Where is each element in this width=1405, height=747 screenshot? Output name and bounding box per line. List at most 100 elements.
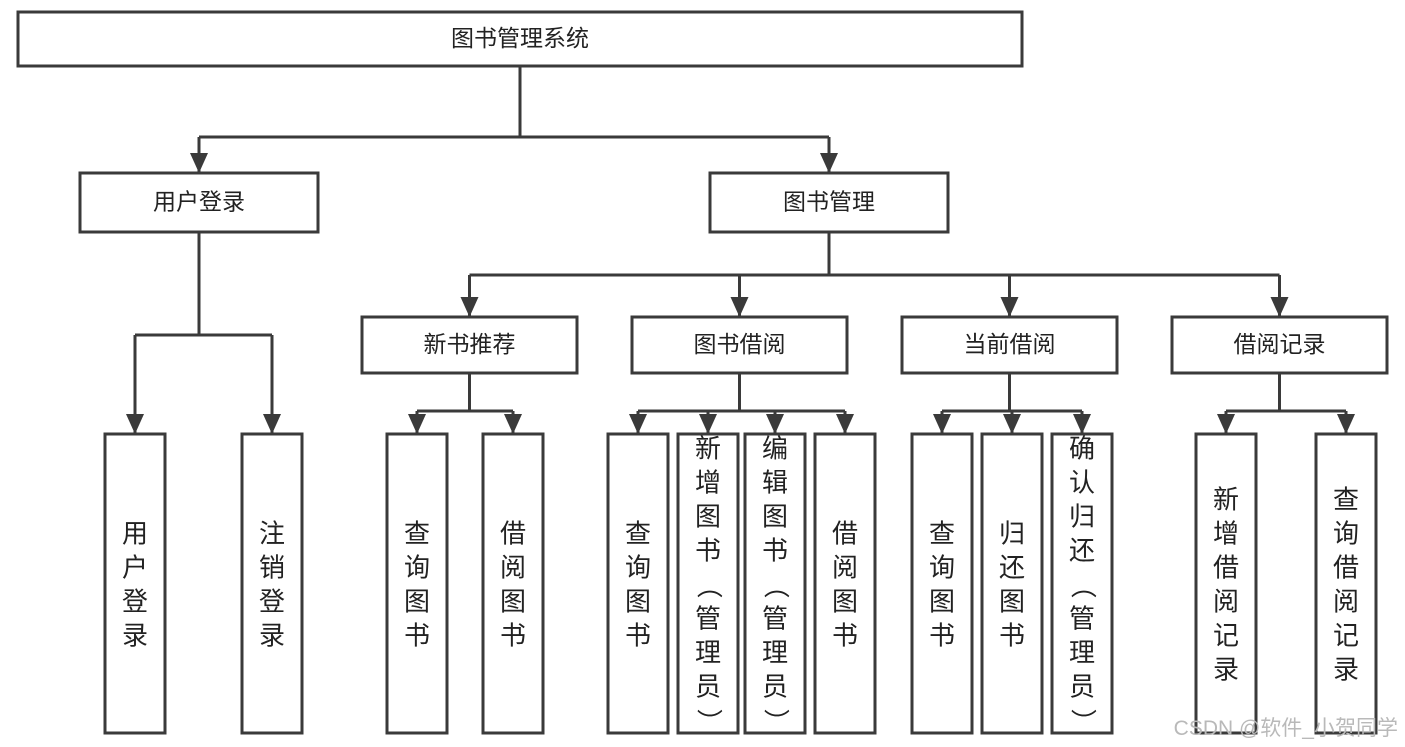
node-leaf-query-book-3-box <box>910 432 974 735</box>
node-leaf-edit-book-admin-label-char: 辑 <box>762 468 788 498</box>
node-leaf-query-book-1-label-char: 查 <box>404 519 430 549</box>
edge-arrowhead <box>1270 297 1289 317</box>
node-leaf-borrow-book-1-label-char: 借 <box>500 519 526 549</box>
node-leaf-query-book-2-label-char: 询 <box>625 553 651 583</box>
node-leaf-edit-book-admin-label-char: 管 <box>762 604 788 634</box>
node-user-login[interactable]: 用户登录 <box>78 171 320 234</box>
node-book-borrow[interactable]: 图书借阅 <box>630 315 849 375</box>
node-leaf-add-book-admin-label-char: 新 <box>695 434 721 464</box>
edge-arrowhead <box>190 153 208 173</box>
node-leaf-borrow-book-2-label-char: 书 <box>832 621 858 651</box>
node-leaf-add-borrow-record-label-char: 录 <box>1213 655 1239 685</box>
node-leaf-add-borrow-record-label-char: 增 <box>1213 519 1239 549</box>
node-leaf-user-login-box <box>103 432 167 735</box>
node-root-system-label: 图书管理系统 <box>451 25 589 51</box>
node-leaf-edit-book-admin-label-char: 理 <box>762 638 788 668</box>
edge-arrowhead <box>836 414 854 434</box>
edge-arrowhead <box>408 414 426 434</box>
node-leaf-edit-book-admin-label-char: 图 <box>762 502 788 532</box>
edge-arrowhead <box>933 414 951 434</box>
node-book-manage[interactable]: 图书管理 <box>708 171 950 234</box>
edge-arrowhead <box>460 297 479 317</box>
edge-arrowhead <box>126 414 144 434</box>
node-leaf-logout-login-label-char: 注 <box>259 519 285 549</box>
node-leaf-add-borrow-record-box <box>1194 432 1258 735</box>
edge-arrowhead <box>766 414 784 434</box>
node-leaf-user-login-label-char: 用 <box>122 519 148 549</box>
node-leaf-confirm-return-admin-label-char: 员 <box>1069 672 1095 702</box>
edge-arrowhead <box>1000 297 1019 317</box>
node-borrow-record[interactable]: 借阅记录 <box>1170 315 1389 375</box>
edge-arrowhead <box>730 297 749 317</box>
node-leaf-query-book-1-label-char: 询 <box>404 553 430 583</box>
node-leaf-edit-book-admin-label-char: ） <box>761 708 791 734</box>
node-leaf-user-login[interactable]: 用户登录 <box>103 432 167 735</box>
node-leaf-user-login-label-char: 户 <box>122 553 148 583</box>
node-leaf-confirm-return-admin-label-char: 归 <box>1069 502 1095 532</box>
node-leaf-borrow-book-2-box <box>813 432 877 735</box>
node-current-borrow-label: 当前借阅 <box>964 331 1056 357</box>
node-leaf-query-book-2-box <box>606 432 670 735</box>
node-book-manage-label: 图书管理 <box>783 189 875 215</box>
node-leaf-return-book-label-char: 图 <box>999 587 1025 617</box>
node-leaf-query-book-3-label-char: 询 <box>929 553 955 583</box>
node-leaf-add-book-admin-box <box>676 432 740 735</box>
node-leaf-borrow-book-1-label-char: 书 <box>500 621 526 651</box>
node-leaf-borrow-book-1-label-char: 阅 <box>500 553 526 583</box>
node-leaf-edit-book-admin-label-char: （ <box>761 572 791 598</box>
node-leaf-query-borrow-record-label-char: 查 <box>1333 485 1359 515</box>
node-leaf-logout-login-box <box>240 432 304 735</box>
node-leaf-query-borrow-record-label-char: 记 <box>1333 621 1359 651</box>
node-leaf-add-book-admin-label-char: 理 <box>695 638 721 668</box>
node-leaf-query-borrow-record-label-char: 阅 <box>1333 587 1359 617</box>
node-leaf-return-book-label-char: 归 <box>999 519 1025 549</box>
edge-arrowhead <box>1003 414 1021 434</box>
node-new-book-recommend-box <box>360 315 579 375</box>
node-leaf-return-book-label-char: 还 <box>999 553 1025 583</box>
csdn-watermark: CSDN @软件_小贺同学 <box>1174 717 1398 740</box>
node-leaf-add-borrow-record-label-char: 新 <box>1213 485 1239 515</box>
node-leaf-logout-login-label-char: 登 <box>259 587 285 617</box>
node-leaf-query-borrow-record-box <box>1314 432 1378 735</box>
node-leaf-logout-login-label-char: 录 <box>259 621 285 651</box>
node-current-borrow[interactable]: 当前借阅 <box>900 315 1119 375</box>
node-book-borrow-box <box>630 315 849 375</box>
node-leaf-add-borrow-record-label-char: 借 <box>1213 553 1239 583</box>
node-leaf-add-book-admin-label-char: 增 <box>695 468 721 498</box>
node-leaf-user-login-label-char: 登 <box>122 587 148 617</box>
node-leaf-query-book-3-label-char: 书 <box>929 621 955 651</box>
node-root-system[interactable]: 图书管理系统 <box>16 10 1024 68</box>
node-leaf-return-book-box <box>980 432 1044 735</box>
node-leaf-query-book-1-label-char: 书 <box>404 621 430 651</box>
node-leaf-confirm-return-admin-label-char: 管 <box>1069 604 1095 634</box>
node-leaf-confirm-return-admin-label-char: （ <box>1068 572 1098 598</box>
node-borrow-record-label: 借阅记录 <box>1234 331 1326 357</box>
edge-arrowhead <box>1217 414 1235 434</box>
node-leaf-query-borrow-record-label-char: 录 <box>1333 655 1359 685</box>
edge-arrowhead <box>629 414 647 434</box>
edge-arrowhead <box>1073 414 1091 434</box>
node-root-system-box <box>16 10 1024 68</box>
edge-arrowhead <box>504 414 522 434</box>
node-new-book-recommend[interactable]: 新书推荐 <box>360 315 579 375</box>
node-leaf-query-book-2-label-char: 图 <box>625 587 651 617</box>
node-leaf-add-book-admin-label-char: （ <box>694 572 724 598</box>
node-leaf-query-book-3-label-char: 查 <box>929 519 955 549</box>
node-leaf-confirm-return-admin-label-char: 认 <box>1069 468 1095 498</box>
edge-arrowhead <box>1337 414 1355 434</box>
node-leaf-confirm-return-admin-box <box>1050 432 1114 735</box>
